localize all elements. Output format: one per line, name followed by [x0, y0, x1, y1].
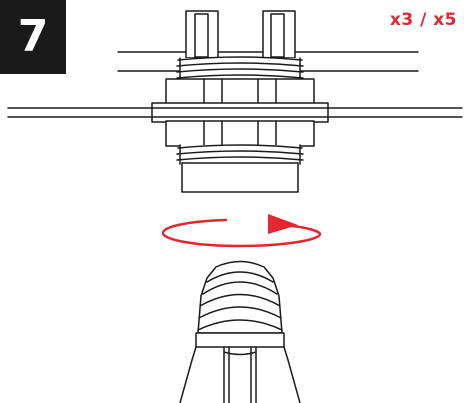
mounting-panel [7, 102, 463, 123]
bulb-glass [179, 346, 301, 403]
holder-lower-nut [165, 120, 315, 147]
holder-socket-sleeve [181, 162, 299, 193]
holder-upper-nut [165, 78, 315, 105]
bulb-filament-support [223, 346, 257, 403]
holder-upper-thread [176, 56, 304, 81]
holder-top-prongs [185, 10, 296, 59]
holder-lower-thread [176, 144, 304, 165]
light-bulb [179, 260, 301, 403]
rotate-counterclockwise-arrow-icon [161, 214, 322, 248]
bulb-collar [195, 332, 285, 348]
step-number-badge: 7 [0, 0, 66, 74]
quantity-label: x3 / x5 [389, 10, 457, 30]
bulb-tip [215, 260, 265, 268]
